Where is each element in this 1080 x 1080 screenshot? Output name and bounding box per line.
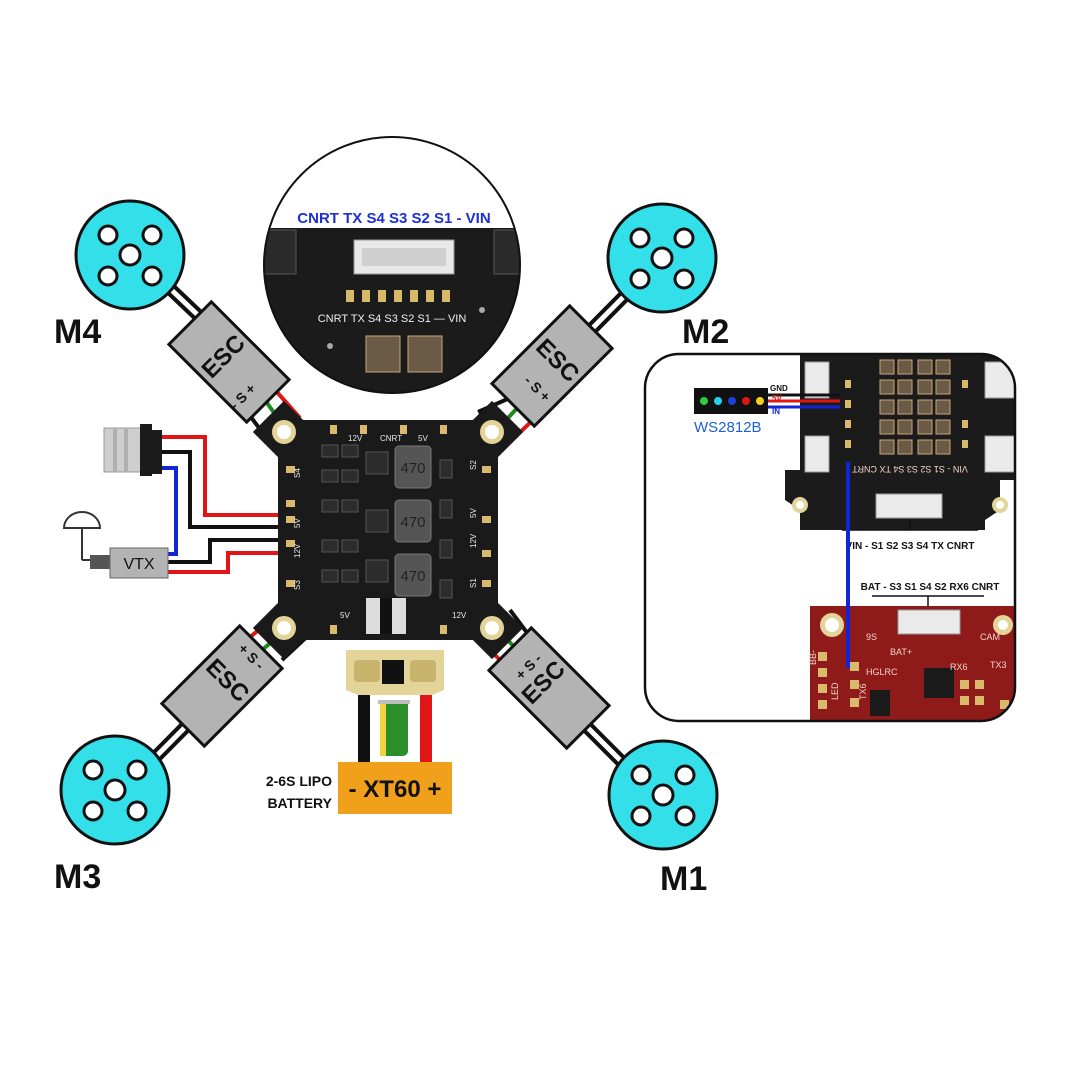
xt60-connector: - XT60 + bbox=[338, 762, 452, 814]
inductor-3-label: 470 bbox=[400, 568, 425, 585]
edge-pads bbox=[286, 425, 491, 634]
inset-in-label: IN bbox=[772, 407, 780, 416]
inset-fc-silk-9s: 9S bbox=[866, 632, 877, 642]
vtx: VTX bbox=[62, 511, 169, 579]
inset-led-wires bbox=[768, 393, 840, 409]
battery-label-line1: 2-6S LIPO bbox=[266, 773, 332, 789]
inset-esc-silk: VIN - S1 S2 S3 S4 TX CNRT bbox=[852, 464, 968, 474]
motor-m4 bbox=[74, 199, 186, 311]
ws2812b-label: WS2812B bbox=[694, 419, 762, 436]
led-inset-panel: VIN - S1 S2 S3 S4 TX CNRT VIN - S1 S2 S3… bbox=[643, 352, 1017, 723]
inset-gnd-label: GND bbox=[770, 384, 788, 393]
zoom-connector bbox=[353, 239, 455, 275]
battery-leads bbox=[358, 684, 432, 776]
vtx-wires bbox=[168, 538, 285, 574]
mount-hole-tl bbox=[252, 400, 316, 464]
inset-fc-silk-bb: BB- bbox=[808, 650, 818, 665]
ws2812b-strip bbox=[694, 388, 768, 414]
esc-board: 470 470 470 12V CNRT 5V S4 5V 12V S3 S2 bbox=[252, 400, 524, 695]
inset-fc-connector-label: BAT - S3 S1 S4 S2 RX6 CNRT bbox=[861, 582, 1000, 593]
inset-fc-silk-led: LED bbox=[830, 682, 840, 700]
motor-m1 bbox=[607, 739, 719, 851]
mount-hole-tr bbox=[460, 400, 524, 464]
mount-hole-br bbox=[460, 596, 524, 660]
esc-m4: ESC bbox=[166, 299, 292, 425]
board-silk-s4: S4 bbox=[293, 468, 302, 478]
inductor-1-label: 470 bbox=[400, 460, 425, 477]
inset-fc-silk-bat: BAT+ bbox=[890, 647, 912, 657]
inset-fc-silk-tx: TX6 bbox=[858, 683, 868, 700]
xt60-label: - XT60 + bbox=[349, 776, 442, 803]
camera-wires bbox=[162, 435, 285, 556]
motor-label-m3: M3 bbox=[54, 858, 101, 896]
board-silk-5v-top: 5V bbox=[418, 434, 428, 443]
motor-m3 bbox=[59, 734, 171, 846]
inset-fc-silk-tx3: TX3 bbox=[990, 660, 1007, 670]
board-silk-12v-top: 12V bbox=[348, 434, 363, 443]
inset-fc-silk-rx: RX6 bbox=[950, 662, 968, 672]
inset-fc-brand: HGLRC bbox=[866, 667, 898, 677]
inset-esc-board: VIN - S1 S2 S3 S4 TX CNRT bbox=[785, 354, 1015, 530]
zoom-capacitors bbox=[365, 335, 443, 373]
inset-esc-connector-label: VIN - S1 S2 S3 S4 TX CNRT bbox=[846, 541, 975, 552]
inset-fc-board: HGLRC LED BB- TX6 RX6 TX3 CAM BAT+ 9S bbox=[808, 606, 1015, 721]
shunt bbox=[366, 598, 406, 634]
inset-5v-label: 5V bbox=[772, 394, 782, 403]
camera bbox=[103, 424, 162, 476]
inductor-2-label: 470 bbox=[400, 514, 425, 531]
esc-m1: ESC bbox=[486, 625, 612, 751]
motor-label-m1: M1 bbox=[660, 860, 707, 898]
mount-hole-bl bbox=[252, 596, 316, 660]
board-silk-s1: S1 bbox=[469, 578, 478, 588]
board-silk-5v-left: 5V bbox=[293, 518, 302, 528]
board-silk-5v-bottom: 5V bbox=[340, 611, 350, 620]
motor-m2 bbox=[606, 202, 718, 314]
board-silk-5v-right: 5V bbox=[469, 508, 478, 518]
vtx-label: VTX bbox=[123, 556, 154, 573]
esc-m2: ESC bbox=[489, 303, 615, 429]
esc-m3: ESC bbox=[159, 623, 285, 749]
board-silk-s2: S2 bbox=[469, 460, 478, 470]
inductors: 470 470 470 bbox=[394, 445, 432, 597]
inset-fc-silk-cam: CAM bbox=[980, 632, 1000, 642]
board-silk-s3: S3 bbox=[293, 580, 302, 590]
motor-label-m4: M4 bbox=[54, 313, 101, 351]
zoom-pads bbox=[346, 290, 450, 302]
board-silk-12v-bottom: 12V bbox=[452, 611, 467, 620]
ics bbox=[321, 444, 453, 599]
board-silk-12v-left: 12V bbox=[293, 543, 302, 558]
motor-label-m2: M2 bbox=[682, 313, 729, 351]
board-silk-12v-right: 12V bbox=[469, 533, 478, 548]
zoom-header-label: CNRT TX S4 S3 S2 S1 - VIN bbox=[297, 210, 490, 227]
board-silk-cnrt: CNRT bbox=[380, 434, 402, 443]
battery-label-line2: BATTERY bbox=[267, 795, 332, 811]
connector-zoom-view: CNRT TX S4 S3 S2 S1 — VIN CNRT TX S4 S3 … bbox=[263, 136, 521, 394]
zoom-silk-label: CNRT TX S4 S3 S2 S1 — VIN bbox=[318, 313, 467, 325]
